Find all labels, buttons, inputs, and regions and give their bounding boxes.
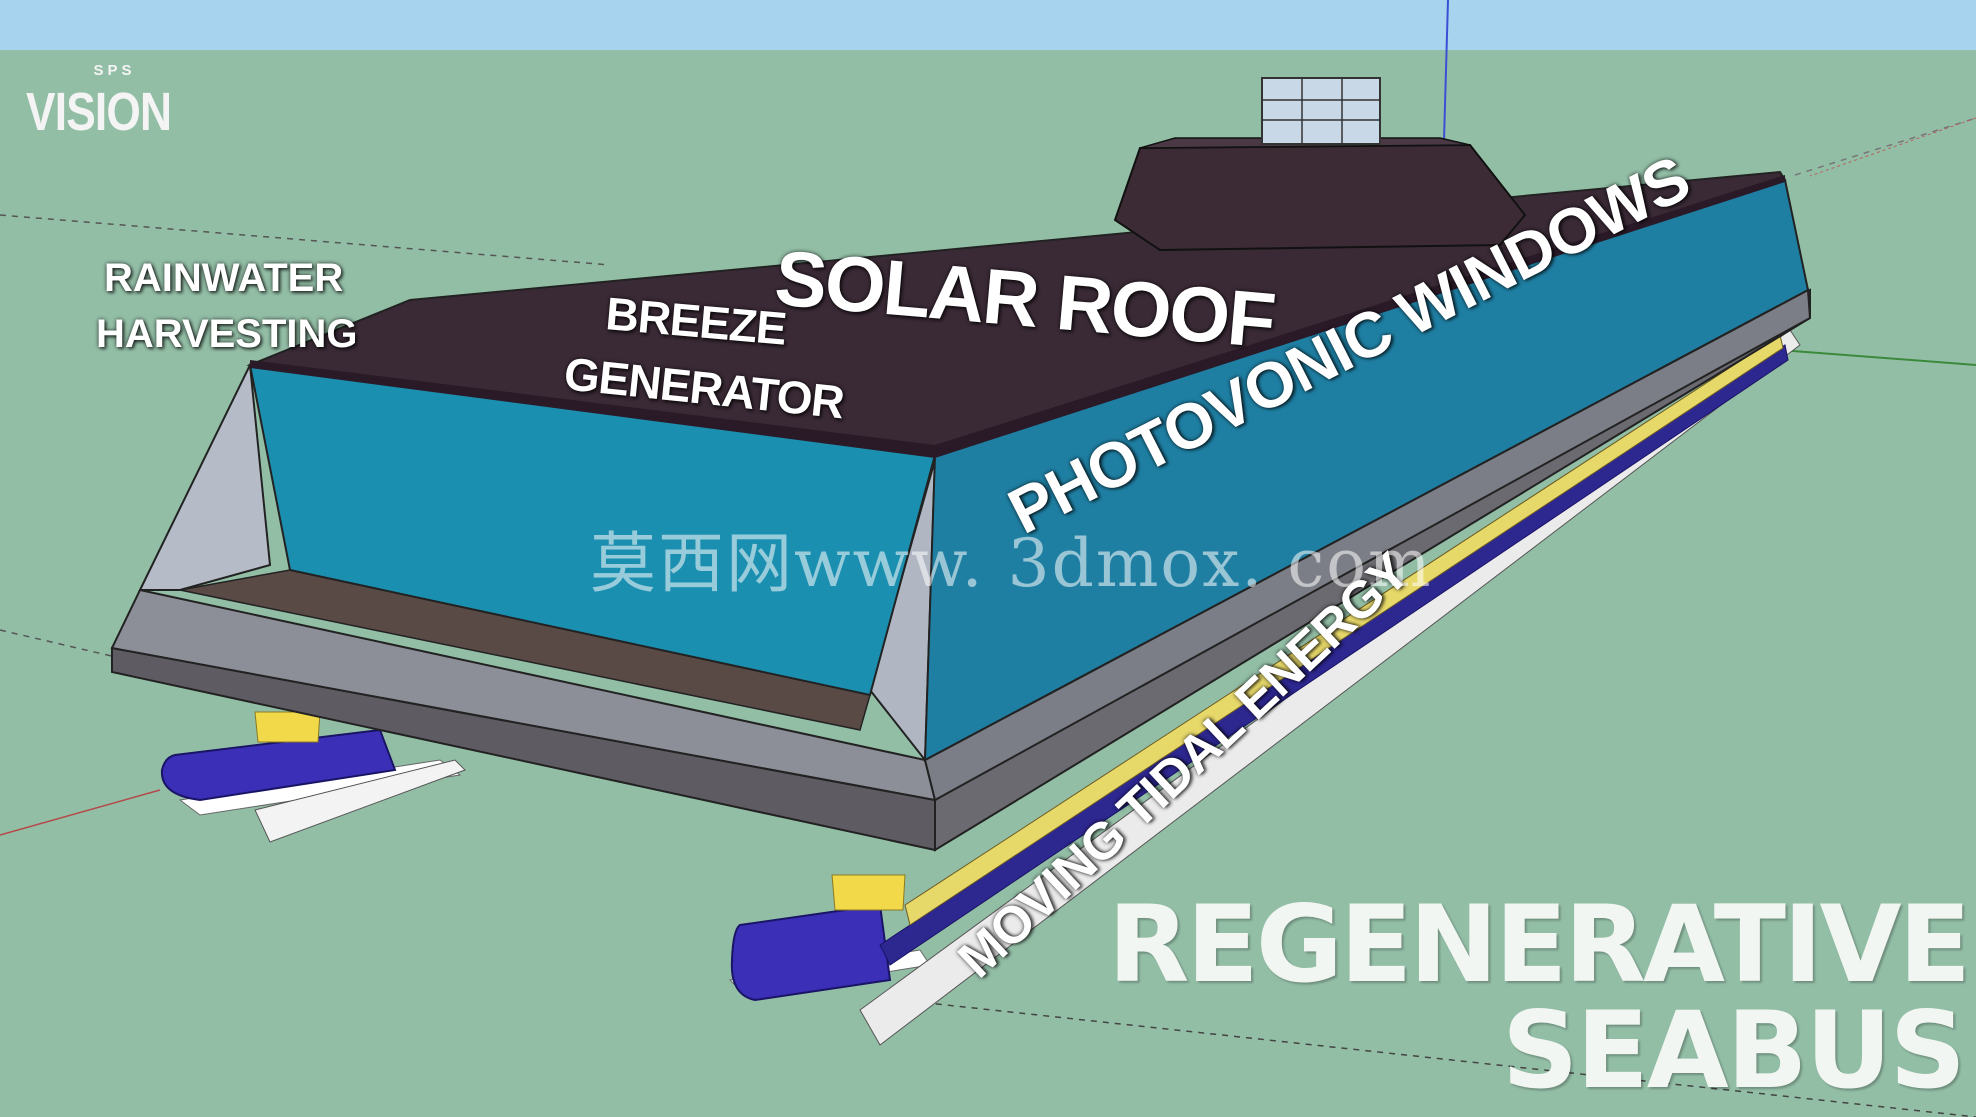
back-brush [254, 759, 466, 843]
guide-dashed-2 [0, 629, 151, 666]
label-rainwater-line2: HARVESTING [96, 312, 358, 356]
logo-big-text: VISION [26, 82, 172, 142]
left-corner-panel [138, 361, 272, 591]
axis-line-red [0, 789, 161, 836]
axis-line-red-2 [1809, 117, 1976, 177]
guide-dashed-3 [1794, 117, 1976, 176]
guide-dashed-4 [899, 999, 1976, 1117]
sps-vision-logo: SPS VISION [26, 62, 203, 143]
title-line2: SEABUS [1502, 989, 1966, 1112]
roof-cupola [1261, 77, 1381, 145]
axis-line-blue [1443, 0, 1449, 141]
label-rainwater-line1: RAINWATER [104, 256, 344, 300]
side-yellow-rail [904, 334, 1784, 926]
roof-trim-front [250, 360, 935, 458]
logo-small-text: SPS [93, 62, 136, 79]
front-strut [831, 874, 906, 911]
front-pontoon [730, 903, 892, 1002]
back-strut [254, 711, 321, 743]
back-pontoon [160, 728, 397, 802]
roof-dome [1113, 143, 1527, 252]
title-line1: REGENERATIVE [1107, 883, 1971, 1006]
roof-trim-side [935, 175, 1785, 458]
site-watermark: 莫西网www. 3dmox. com [590, 525, 1433, 602]
sky-band [0, 0, 1976, 50]
